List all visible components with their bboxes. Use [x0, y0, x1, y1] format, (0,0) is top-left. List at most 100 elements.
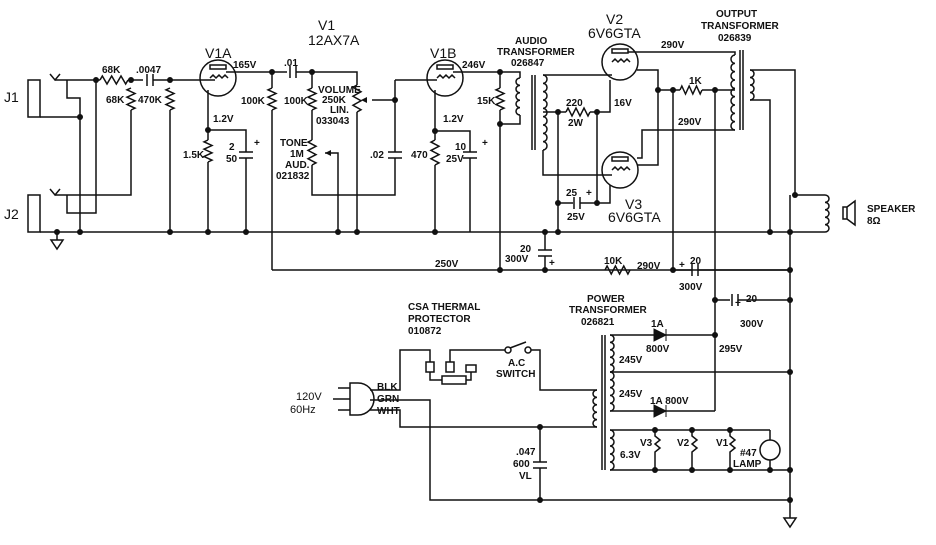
thermal-protector-label: PROTECTOR	[408, 314, 471, 325]
line-cap-voltage: 600	[513, 459, 530, 470]
junction-dot	[77, 114, 83, 120]
wire	[500, 115, 521, 125]
junction-dot	[787, 267, 793, 273]
wire	[590, 80, 611, 113]
c-25-voltage: 25V	[567, 212, 585, 223]
volume-label: VOLUME	[318, 85, 361, 96]
j2-label: J2	[4, 206, 19, 222]
c-02: .02	[370, 150, 384, 161]
resistor	[202, 139, 214, 163]
wire	[296, 71, 358, 85]
node-voltage: 290V	[637, 261, 661, 272]
junction-dot	[167, 77, 173, 83]
thermal-protector-part: 010872	[408, 326, 442, 337]
line-cap-type: VL	[519, 471, 532, 482]
c-10-value: 10	[455, 142, 467, 153]
capacitor	[239, 151, 253, 159]
wire	[542, 150, 612, 176]
resistor	[266, 87, 278, 111]
volume-taper: LIN.	[330, 105, 349, 116]
v2-plate-voltage: 290V	[661, 40, 685, 51]
power-transformer-part: 026821	[581, 317, 615, 328]
r-68k-series: 68K	[102, 65, 121, 76]
wire	[325, 152, 339, 232]
thermal-contact	[445, 361, 455, 373]
output-transformer-label: TRANSFORMER	[701, 21, 780, 32]
junction-dot	[727, 467, 733, 473]
power-transformer-label: POWER	[587, 294, 626, 305]
ac-switch	[524, 346, 532, 354]
thermal-contact	[425, 361, 435, 373]
tube-grid	[611, 165, 631, 172]
wire	[435, 130, 471, 152]
inductor-coil	[730, 54, 736, 131]
c-20-main-value: 20	[746, 294, 758, 305]
audio-transformer-label: TRANSFORMER	[497, 47, 576, 58]
transformer-core	[531, 75, 536, 150]
wire	[750, 69, 796, 195]
v3-label: V3	[625, 196, 642, 212]
wire	[531, 349, 597, 391]
audio-transformer-label: AUDIO	[515, 36, 547, 47]
wire	[580, 185, 611, 204]
plus-sign: +	[586, 188, 592, 199]
switch-contact	[504, 346, 512, 354]
v2-label: V2	[606, 11, 623, 27]
c-25-value: 25	[566, 188, 578, 199]
wire	[466, 372, 472, 381]
rail-voltage: 250V	[435, 259, 459, 270]
tube-grid	[209, 73, 229, 80]
secondary-voltage-2: 245V	[619, 389, 643, 400]
line-cap-value: .047	[516, 447, 536, 458]
r-220-watt: 2W	[568, 118, 584, 129]
junction-dot	[128, 77, 134, 83]
junction-dot	[787, 369, 793, 375]
thermal-protector-label: CSA THERMAL	[408, 302, 480, 313]
filament-v3: V3	[640, 438, 653, 449]
filament-v1: V1	[716, 438, 729, 449]
r-15k: 15K	[477, 96, 496, 107]
r-220: 220	[566, 98, 583, 109]
v3-plate-voltage: 290V	[678, 117, 702, 128]
inductor-coil	[609, 371, 615, 412]
r-68k-shunt: 68K	[106, 95, 125, 106]
tone-label: TONE	[280, 138, 308, 149]
junction-dot	[652, 467, 658, 473]
wire	[370, 399, 790, 501]
heater-voltage: 6.3V	[620, 450, 641, 461]
resistor	[494, 87, 506, 111]
v1b-label: V1B	[430, 45, 456, 61]
junction-dot	[54, 229, 60, 235]
v1b-cathode-voltage: 1.2V	[443, 114, 464, 125]
wire	[509, 341, 527, 349]
junction-dot	[689, 467, 695, 473]
inductor-coil	[824, 194, 830, 233]
wire	[453, 71, 521, 78]
transformer-core	[601, 335, 606, 470]
tube-v1a	[199, 59, 237, 97]
r-100k-tone: 100K	[284, 96, 309, 107]
capacitor	[388, 151, 402, 159]
resistor	[565, 106, 591, 118]
wire-black: BLK	[377, 382, 398, 393]
tube-v1b	[426, 59, 464, 97]
diode-2-rating: 1A 800V	[650, 396, 689, 407]
tube-v3	[601, 151, 639, 189]
power-transformer-label: TRANSFORMER	[569, 305, 648, 316]
lamp-label: LAMP	[733, 459, 762, 470]
wire	[370, 349, 431, 391]
switch-label: A.C	[508, 358, 525, 369]
transformer-core	[739, 50, 744, 130]
wire	[55, 110, 132, 196]
wire	[750, 99, 771, 232]
wire	[637, 69, 659, 166]
j1-label: J1	[4, 89, 19, 105]
v1-type: 12AX7A	[308, 32, 360, 48]
c-20-filter-voltage: 300V	[505, 254, 529, 265]
junction-dot	[497, 267, 503, 273]
tone-taper: AUD.	[285, 160, 310, 171]
diode-1-voltage: 800V	[646, 344, 670, 355]
tube-v2	[601, 43, 639, 81]
wiper-arrow	[325, 150, 331, 156]
